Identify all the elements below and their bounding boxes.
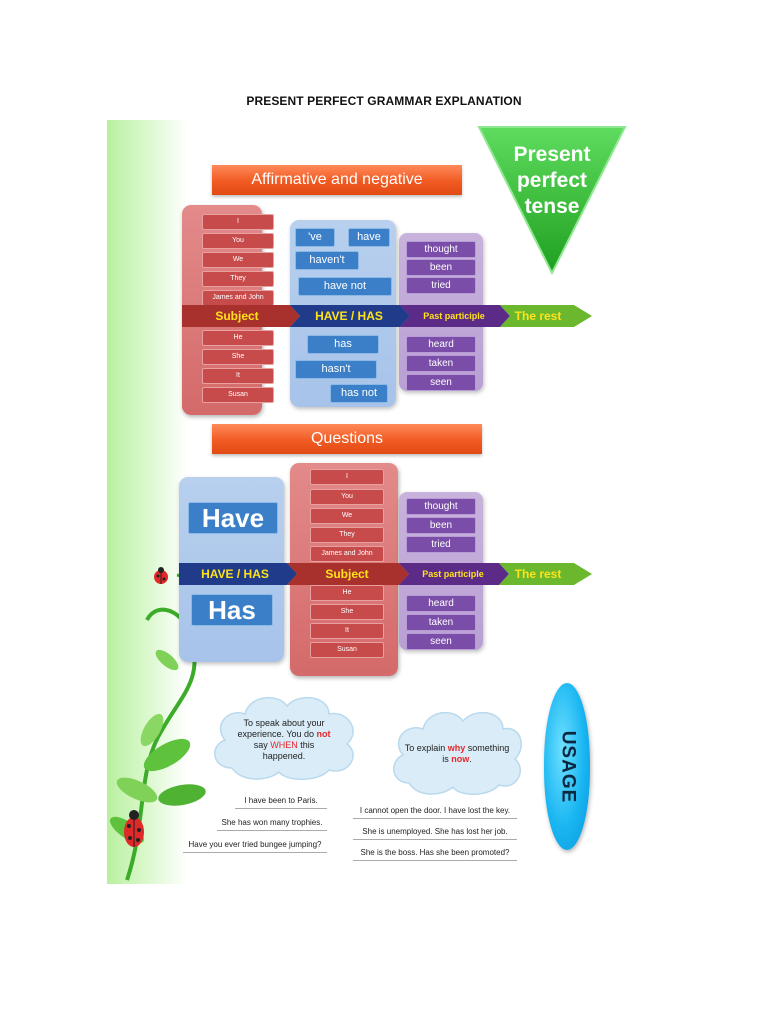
subject-chip: You [310,489,384,505]
participle-chip: thought [406,241,476,258]
usage-oval: USAGE [544,683,590,850]
cloud2-line2-c: . [469,754,472,764]
have-chip: have [348,228,390,247]
participle-chip: heard [406,336,476,353]
grammar-poster: Present perfect tense Affirmative and ne… [107,120,645,884]
have-chip: have not [298,277,392,296]
participle-chip: thought [406,498,476,515]
subject-chip: James and John [202,290,274,306]
subject-chip: He [202,330,274,346]
participle-chip: heard [406,595,476,612]
affirmative-negative-banner: Affirmative and negative [212,165,462,195]
band-label-the-rest: The rest [514,309,562,323]
subject-chip: It [202,368,274,384]
subject-chip: I [202,214,274,230]
subject-chip: We [202,252,274,268]
example-left-1: I have been to Paris. [235,794,327,809]
band-label-past-participle: Past participle [422,569,484,579]
ladybug-icon [154,567,168,584]
band-label-have-has: HAVE / HAS [315,309,383,323]
cloud-explanation [393,711,522,795]
participle-chip: seen [406,374,476,391]
band-label-subject: Subject [215,309,259,323]
participle-chip: tried [406,536,476,553]
triangle-line-perfect: perfect [516,169,588,192]
cloud2-line1-highlight: why [447,743,466,753]
subject-chip: You [202,233,274,249]
has-chip: hasn't [295,360,377,379]
usage-label: USAGE [557,730,579,803]
cloud1-line1: To speak about your [243,718,325,728]
cloud1-line2-highlight: not [316,729,331,739]
has-chip-large: Has [191,594,273,626]
subject-chip: James and John [310,546,384,562]
band-label-the-rest: The rest [514,567,562,581]
have-chip-large: Have [188,502,278,534]
example-right-1: I cannot open the door. I have lost the … [353,804,517,819]
subject-chip: It [310,623,384,639]
cloud2-line1-c: something [465,743,510,753]
subject-chip: She [202,349,274,365]
structure-band-questions: HAVE / HAS Subject Past participle The r… [179,563,592,585]
example-left-3: Have you ever tried bungee jumping? [183,838,327,853]
subject-chip: They [202,271,274,287]
participle-chip: been [406,259,476,276]
band-label-subject: Subject [325,567,369,581]
cloud1-line3-a: say [253,740,271,750]
cloud1-line4: happened. [262,751,306,761]
band-label-past-participle: Past participle [423,311,485,321]
participle-chip: taken [406,355,476,372]
cloud1-line3-c: this [297,740,315,750]
questions-banner: Questions [212,424,482,454]
participle-chip: taken [406,614,476,631]
subject-chip: Susan [310,642,384,658]
have-chip: haven't [295,251,359,270]
example-right-3: She is the boss. Has she been promoted? [353,846,517,861]
band-label-have-has: HAVE / HAS [201,567,269,581]
cloud2-line2-highlight: now [451,754,470,764]
cloud1-line3-highlight: WHEN [270,740,298,750]
cloud-experience [214,696,354,780]
structure-band-affirmative: Subject HAVE / HAS Past participle The r… [182,305,592,327]
example-left-2: She has won many trophies. [217,816,327,831]
subject-chip: We [310,508,384,524]
participle-chip: seen [406,633,476,650]
example-right-2: She is unemployed. She has lost her job. [353,825,517,840]
subject-chip: Susan [202,387,274,403]
cloud2-line1-a: To explain [404,743,448,753]
participle-chip: tried [406,277,476,294]
page-title: PRESENT PERFECT GRAMMAR EXPLANATION [246,94,522,108]
participle-chip: been [406,517,476,534]
present-perfect-triangle [477,126,627,275]
subject-chip: I [310,469,384,485]
has-chip: has not [330,384,388,403]
cloud2-line2-a: is [442,754,452,764]
triangle-line-tense: tense [524,195,580,218]
ladybug-icon [124,810,144,847]
has-chip: has [307,335,379,354]
cloud1-line2-a: experience. You do [237,729,317,739]
subject-chip: She [310,604,384,620]
subject-chip: They [310,527,384,543]
triangle-line-present: Present [513,143,591,166]
have-chip: 've [295,228,335,247]
subject-chip: He [310,585,384,601]
